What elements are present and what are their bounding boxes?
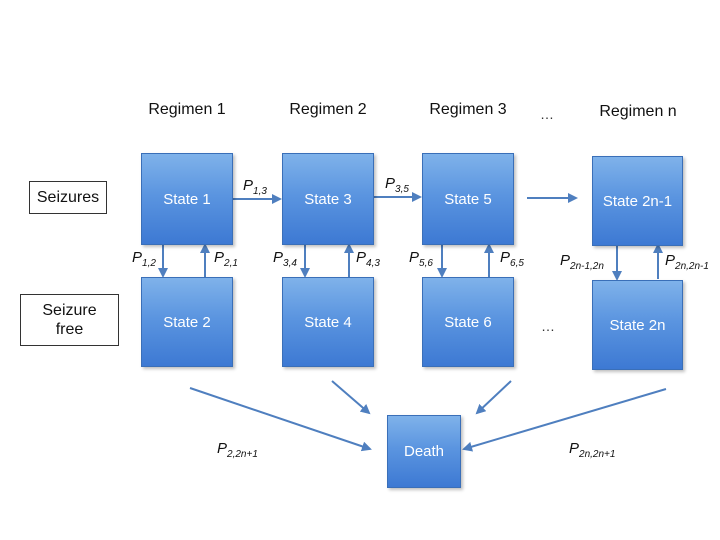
state-2n-1-label: State 2n-1	[602, 192, 673, 210]
state-2-box: State 2	[141, 277, 233, 367]
regimen-2-label: Regimen 2	[289, 101, 367, 118]
prob-3-5: P3,5	[385, 175, 409, 195]
death-label: Death	[403, 443, 445, 460]
seizures-row-label: Seizures	[29, 181, 107, 214]
arrow-state2-to-death	[189, 387, 372, 452]
state-4-label: State 4	[304, 313, 352, 331]
state-6-label: State 6	[444, 313, 492, 331]
arrow-state4-to-death	[331, 380, 371, 415]
state-6-box: State 6	[422, 277, 514, 367]
state-3-box: State 3	[282, 153, 374, 245]
prob-2-death: P2,2n+1	[217, 440, 258, 460]
header-ellipsis: …	[540, 106, 554, 122]
prob-6-5: P6,5	[500, 249, 524, 269]
prob-1-3: P1,3	[243, 177, 267, 197]
regimen-3-label: Regimen 3	[429, 101, 507, 118]
middle-ellipsis: …	[541, 318, 555, 334]
prob-4-3: P4,3	[356, 249, 380, 269]
regimen-n-label: Regimen n	[599, 103, 677, 120]
seizure-free-label-line2: free	[55, 321, 84, 338]
state-1-box: State 1	[141, 153, 233, 245]
state-2n-label: State 2n	[609, 316, 666, 334]
state-1-label: State 1	[163, 190, 211, 208]
arrow-state2n-to-death	[462, 388, 667, 452]
prob-3-4: P3,4	[273, 249, 297, 269]
prob-2n-2n1: P2n,2n-1	[665, 252, 709, 272]
seizure-free-label-line1: Seizure	[42, 301, 97, 319]
regimen-1-label: Regimen 1	[148, 101, 226, 118]
prob-2-1: P2,1	[214, 249, 238, 269]
state-2n-1-box: State 2n-1	[592, 156, 683, 246]
seizures-label-text: Seizures	[36, 188, 100, 206]
prob-2n1-2n: P2n-1,2n	[560, 252, 604, 272]
prob-5-6: P5,6	[409, 249, 433, 269]
seizure-free-row-label: Seizure free	[20, 294, 119, 346]
death-box: Death	[387, 415, 461, 488]
state-5-box: State 5	[422, 153, 514, 245]
state-2-label: State 2	[163, 313, 211, 331]
state-2n-box: State 2n	[592, 280, 683, 370]
prob-1-2: P1,2	[132, 249, 156, 269]
state-5-label: State 5	[444, 190, 492, 208]
state-4-box: State 4	[282, 277, 374, 367]
state-3-label: State 3	[304, 190, 352, 208]
arrow-state6-to-death	[475, 380, 512, 415]
prob-2n-death: P2n,2n+1	[569, 440, 616, 460]
